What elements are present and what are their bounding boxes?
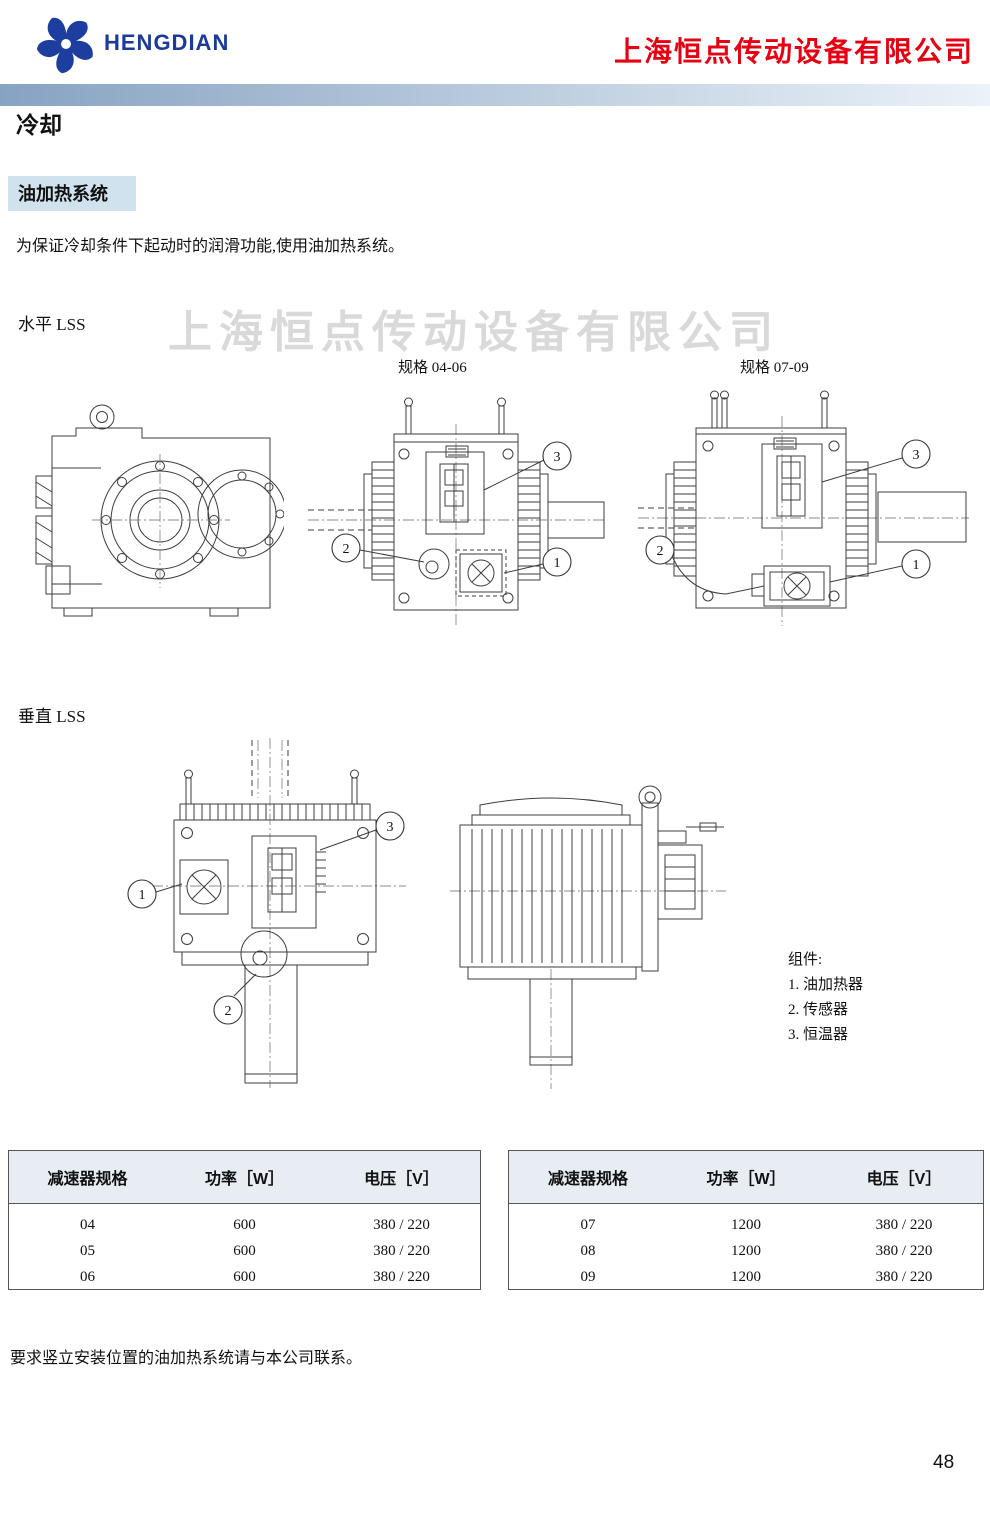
horizontal-lss-label: 水平 LSS — [18, 315, 86, 334]
cell-size: 09 — [580, 1268, 596, 1285]
page-title: 冷却 — [16, 112, 62, 138]
column-header-power: 功率［W］ — [204, 1171, 285, 1188]
callout-3: 3 — [387, 820, 394, 835]
drawing-vertical-front-view: 3 1 2 — [124, 736, 424, 1096]
table-row: 04 600 380 / 220 — [9, 1212, 480, 1238]
page-number: 48 — [933, 1452, 955, 1473]
component-legend: 组件: 1. 油加热器 2. 传感器 3. 恒温器 — [788, 948, 863, 1048]
callout-3: 3 — [913, 448, 920, 463]
component-legend-title: 组件: — [788, 952, 823, 968]
cell-size: 04 — [80, 1216, 95, 1233]
intro-text: 为保证冷却条件下起动时的润滑功能,使用油加热系统。 — [16, 238, 405, 255]
cell-size: 05 — [80, 1242, 95, 1259]
spec-label-04-06: 规格 04-06 — [398, 360, 467, 376]
callout-1: 1 — [913, 558, 920, 573]
table-row: 05 600 380 / 220 — [9, 1238, 480, 1264]
footer-note: 要求竖立安装位置的油加热系统请与本公司联系。 — [10, 1350, 363, 1367]
column-header-voltage: 电压［V］ — [364, 1171, 439, 1188]
drawing-horizontal-side-view — [14, 396, 287, 646]
drawing-vertical-side-view — [446, 783, 736, 1098]
component-item: 1. 油加热器 — [788, 977, 864, 993]
column-header-reducer-size: 减速器规格 — [47, 1171, 128, 1188]
cell-voltage: 380 / 220 — [875, 1268, 933, 1285]
table-row: 06 600 380 / 220 — [9, 1264, 480, 1290]
callout-2: 2 — [343, 542, 350, 557]
watermark-text: 上海恒点传动设备有限公司 — [168, 308, 780, 357]
cell-size: 06 — [80, 1268, 95, 1285]
component-item: 2. 传感器 — [788, 1002, 849, 1018]
cell-voltage: 380 / 220 — [875, 1242, 933, 1259]
drawing-front-view-07-09: 3 2 1 — [636, 386, 971, 653]
cell-voltage: 380 / 220 — [373, 1242, 430, 1259]
table-row: 08 1200 380 / 220 — [509, 1238, 983, 1264]
spec-table-07-09: 减速器规格 功率［W］ 电压［V］ 07 1200 380 / 220 08 1… — [508, 1150, 984, 1290]
vertical-lss-label: 垂直 LSS — [18, 707, 86, 726]
component-item: 3. 恒温器 — [788, 1027, 849, 1043]
callout-3: 3 — [554, 450, 561, 465]
subsection-title: 油加热系统 — [8, 176, 136, 211]
column-header-voltage: 电压［V］ — [866, 1171, 942, 1188]
brand-name: HENGDIAN — [104, 30, 230, 55]
cell-power: 1200 — [731, 1216, 761, 1233]
cell-size: 08 — [580, 1242, 596, 1259]
table-header-row: 减速器规格 功率［W］ 电压［V］ — [9, 1151, 480, 1204]
table-header-row: 减速器规格 功率［W］ 电压［V］ — [509, 1151, 983, 1204]
hengdian-logo-icon — [34, 12, 98, 76]
cell-power: 1200 — [731, 1268, 761, 1285]
cell-voltage: 380 / 220 — [373, 1216, 430, 1233]
cell-power: 600 — [233, 1268, 256, 1285]
table-row: 09 1200 380 / 220 — [509, 1264, 983, 1290]
cell-voltage: 380 / 220 — [875, 1216, 933, 1233]
drawing-front-view-04-06: 3 2 1 — [306, 390, 606, 650]
table-row: 07 1200 380 / 220 — [509, 1212, 983, 1238]
callout-1: 1 — [139, 888, 146, 903]
header-divider-band — [0, 84, 990, 106]
cell-power: 600 — [233, 1242, 256, 1259]
callout-1: 1 — [554, 556, 561, 571]
cell-power: 1200 — [731, 1242, 761, 1259]
callout-2: 2 — [225, 1004, 232, 1019]
cell-voltage: 380 / 220 — [373, 1268, 430, 1285]
column-header-power: 功率［W］ — [706, 1171, 786, 1188]
company-name: 上海恒点传动设备有限公司 — [613, 37, 974, 68]
cell-size: 07 — [580, 1216, 596, 1233]
column-header-reducer-size: 减速器规格 — [547, 1171, 628, 1188]
cell-power: 600 — [233, 1216, 256, 1233]
callout-2: 2 — [657, 544, 664, 559]
spec-table-04-06: 减速器规格 功率［W］ 电压［V］ 04 600 380 / 220 05 60… — [8, 1150, 481, 1290]
spec-label-07-09: 规格 07-09 — [740, 360, 809, 376]
